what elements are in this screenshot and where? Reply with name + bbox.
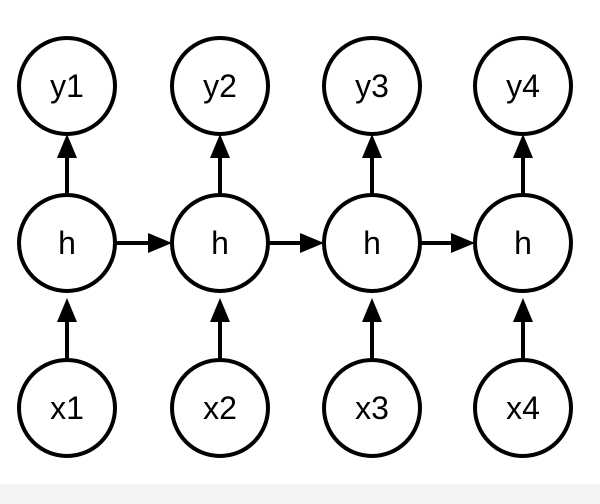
- node-label-h2: h: [211, 225, 229, 261]
- arrowhead-x3-h3: [362, 298, 382, 322]
- arrowhead-h1-y1: [57, 134, 77, 158]
- bottom-band: [0, 484, 600, 504]
- node-y2: y2: [170, 36, 270, 136]
- node-h3: h: [322, 193, 422, 293]
- arrowhead-h3-h4: [451, 233, 475, 253]
- node-y4: y4: [473, 36, 573, 136]
- node-x2: x2: [170, 358, 270, 458]
- node-h4: h: [473, 193, 573, 293]
- node-label-h4: h: [514, 225, 532, 261]
- node-label-y3: y3: [355, 68, 389, 104]
- node-h1: h: [17, 193, 117, 293]
- node-h2: h: [170, 193, 270, 293]
- node-x3: x3: [322, 358, 422, 458]
- node-label-x4: x4: [506, 390, 540, 426]
- nodes: y1 y2 y3 y4 h h: [17, 36, 573, 458]
- arrowhead-x4-h4: [513, 298, 533, 322]
- arrowhead-h2-h3: [300, 233, 324, 253]
- node-label-h1: h: [58, 225, 76, 261]
- node-label-x3: x3: [355, 390, 389, 426]
- arrowhead-h2-y2: [210, 134, 230, 158]
- node-label-y4: y4: [506, 68, 540, 104]
- node-label-x1: x1: [50, 390, 84, 426]
- arrowhead-x2-h2: [210, 298, 230, 322]
- arrowhead-h4-y4: [513, 134, 533, 158]
- arrowhead-x1-h1: [57, 298, 77, 322]
- node-label-h3: h: [363, 225, 381, 261]
- node-label-y1: y1: [50, 68, 84, 104]
- arrowhead-h3-y3: [362, 134, 382, 158]
- arrowhead-h1-h2: [148, 233, 172, 253]
- node-x1: x1: [17, 358, 117, 458]
- node-y3: y3: [322, 36, 422, 136]
- node-y1: y1: [17, 36, 117, 136]
- node-x4: x4: [473, 358, 573, 458]
- edges: [57, 134, 533, 360]
- node-label-x2: x2: [203, 390, 237, 426]
- node-label-y2: y2: [203, 68, 237, 104]
